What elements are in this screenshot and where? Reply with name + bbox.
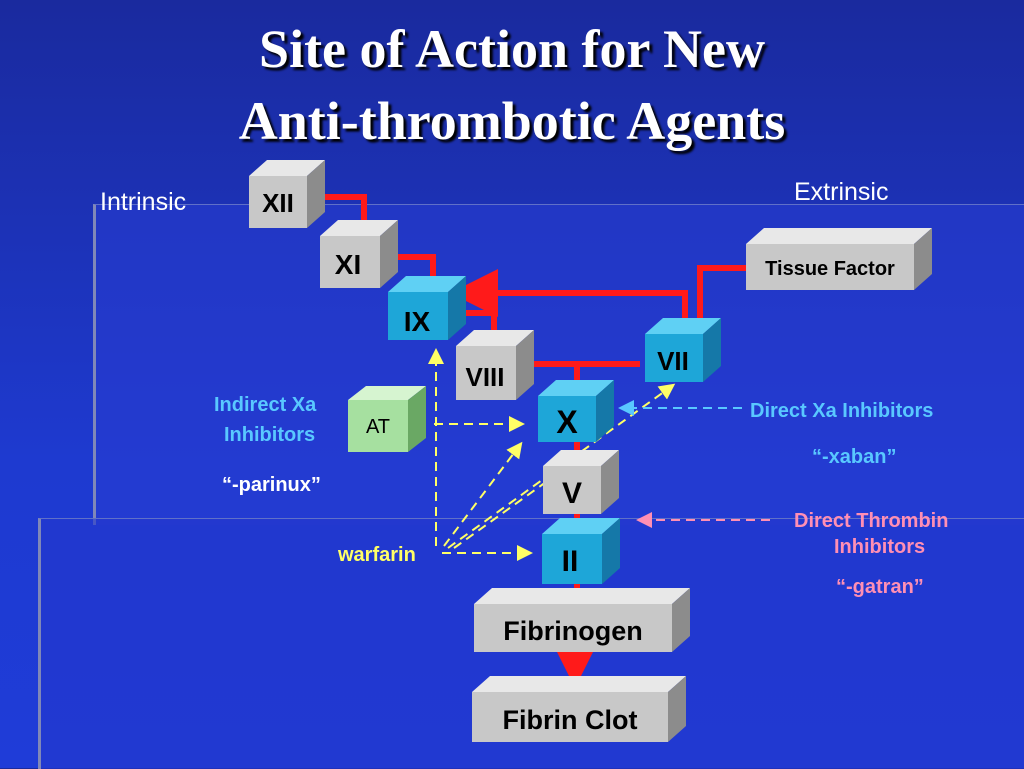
xaban-label: “-xaban”: [812, 446, 897, 468]
connector-vii-ix: [450, 269, 688, 321]
factor-box-xii: XII: [249, 160, 325, 228]
factor-label-fibrin-clot: Fibrin Clot: [503, 705, 638, 735]
factor-label-ii: II: [562, 545, 579, 578]
direct-thrombin-label-line1: Direct Thrombin: [794, 510, 949, 532]
factor-box-x: X: [538, 380, 614, 442]
factor-box-vii: VII: [645, 318, 721, 382]
factor-box-at: AT: [348, 386, 426, 452]
factor-box-xi: XI: [320, 220, 398, 288]
factor-box-ii: II: [542, 518, 620, 584]
factor-label-viii: VIII: [465, 362, 504, 392]
factor-label-v: V: [562, 477, 582, 510]
direct-xa-label: Direct Xa Inhibitors: [750, 400, 934, 422]
connector-tf-vii: [697, 265, 752, 321]
indirect-xa-label-line2: Inhibitors: [224, 424, 316, 446]
extrinsic-label: Extrinsic: [794, 178, 889, 206]
factor-label-vii: VII: [657, 346, 689, 376]
factor-label-xi: XI: [335, 249, 361, 280]
parinux-label: “-parinux”: [222, 474, 321, 496]
factor-label-ix: IX: [404, 306, 431, 337]
factor-box-viii: VIII: [456, 330, 534, 400]
factor-box-v: V: [543, 450, 619, 514]
connector-xi-ix: [381, 254, 436, 278]
slide-title-line1: Site of Action for New: [259, 19, 765, 79]
arrow-warfarin-to-x: [443, 441, 523, 547]
slide-title-line2: Anti-thrombotic Agents: [238, 91, 786, 151]
factor-box-tissue-factor: Tissue Factor: [746, 228, 932, 290]
factor-label-fibrinogen: Fibrinogen: [503, 616, 642, 646]
factor-box-fibrinogen: Fibrinogen: [474, 588, 690, 652]
indirect-xa-label-line1: Indirect Xa: [214, 394, 317, 416]
direct-thrombin-label-line2: Inhibitors: [834, 536, 926, 558]
intrinsic-label: Intrinsic: [100, 188, 187, 216]
arrow-warfarin-to-ix-b: [453, 481, 547, 549]
factor-box-fibrin-clot: Fibrin Clot: [472, 676, 686, 742]
factor-label-x: X: [556, 404, 578, 440]
factor-label-tissue-factor: Tissue Factor: [765, 258, 895, 280]
factor-label-at: AT: [366, 416, 390, 438]
factor-box-ix: IX: [388, 276, 466, 340]
warfarin-label: warfarin: [338, 544, 416, 566]
gatran-label: “-gatran”: [836, 576, 924, 598]
factor-label-xii: XII: [262, 188, 294, 218]
